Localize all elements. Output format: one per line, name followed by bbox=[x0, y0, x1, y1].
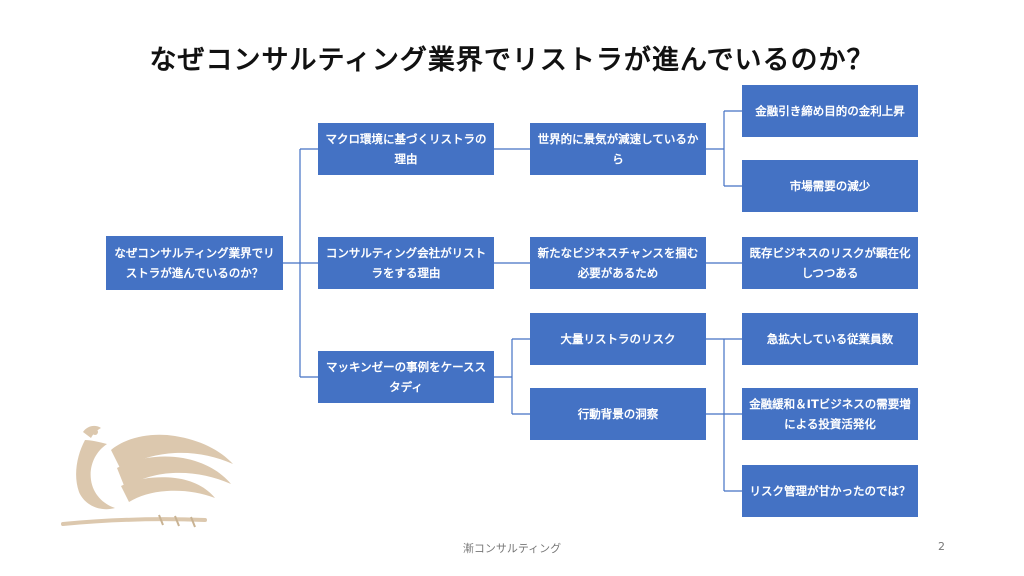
footer-company: 漸コンサルティング bbox=[462, 542, 562, 555]
page-number: 2 bbox=[938, 540, 945, 553]
node-global-slowdown: 世界的に景気が減速しているから bbox=[530, 123, 706, 175]
node-rate-hike: 金融引き締め目的の金利上昇 bbox=[742, 85, 918, 137]
node-headcount-growth: 急拡大している従業員数 bbox=[742, 313, 918, 365]
root-node: なぜコンサルティング業界でリストラが進んでいるのか？ bbox=[106, 236, 283, 290]
node-existing-business-risk: 既存ビジネスのリスクが顕在化しつつある bbox=[742, 237, 918, 289]
phoenix-katana-logo bbox=[61, 425, 233, 528]
node-demand-decrease: 市場需要の減少 bbox=[742, 160, 918, 212]
node-consulting-reason: コンサルティング会社がリストラをする理由 bbox=[318, 237, 494, 289]
node-risk-management: リスク管理が甘かったのでは？ bbox=[742, 465, 918, 517]
page-title: なぜコンサルティング業界でリストラが進んでいるのか？ bbox=[149, 45, 875, 76]
node-new-business-chance: 新たなビジネスチャンスを掴む必要があるため bbox=[530, 237, 706, 289]
node-behavior-insight: 行動背景の洞察 bbox=[530, 388, 706, 440]
node-investment-boom: 金融緩和＆ITビジネスの需要増による投資活発化 bbox=[742, 388, 918, 440]
node-macro-environment: マクロ環境に基づくリストラの理由 bbox=[318, 123, 494, 175]
node-mass-layoff-risk: 大量リストラのリスク bbox=[530, 313, 706, 365]
node-mckinsey-case: マッキンゼーの事例をケーススタディ bbox=[318, 351, 494, 403]
